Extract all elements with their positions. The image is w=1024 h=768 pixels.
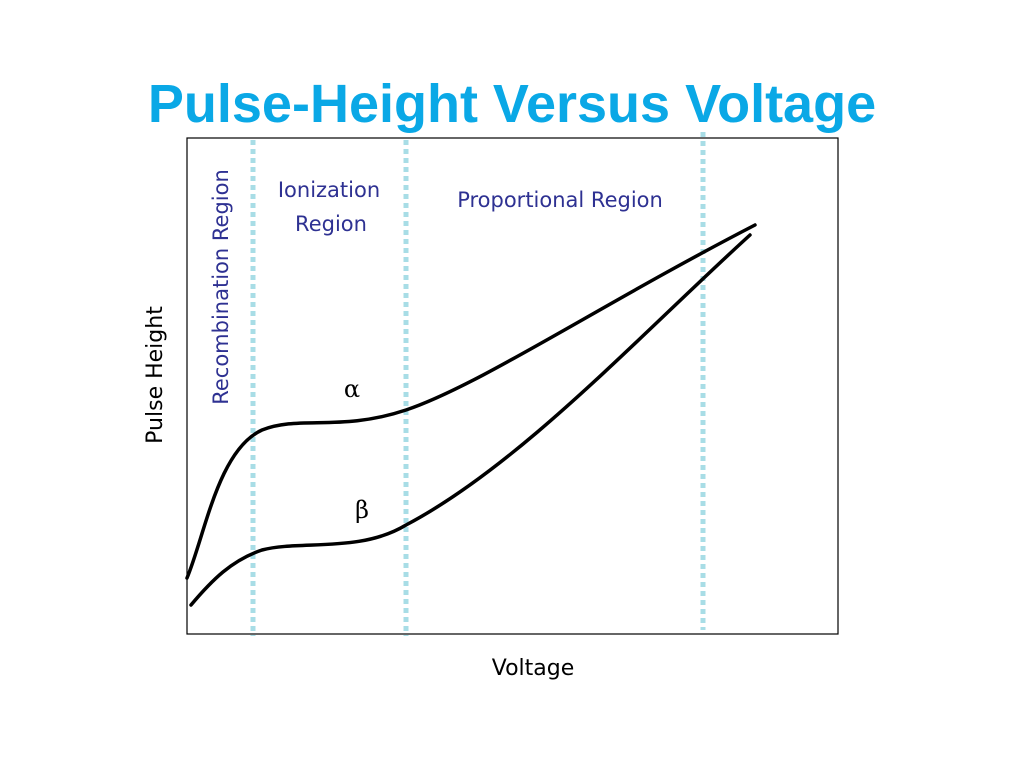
- alpha-curve: [185, 223, 757, 580]
- ionization-region-label-line2: Region: [295, 212, 367, 236]
- beta-label: β: [355, 496, 369, 524]
- slide-title: Pulse-Height Versus Voltage: [147, 74, 877, 134]
- recombination-region-label: Recombination Region: [209, 169, 233, 405]
- y-axis-label: Pulse Height: [143, 306, 168, 444]
- x-axis-label: Voltage: [492, 656, 575, 681]
- ionization-region-label-line1: Ionization: [278, 178, 380, 202]
- plot-frame: [186, 137, 839, 635]
- proportional-region-label: Proportional Region: [457, 188, 663, 212]
- beta-curve: [189, 233, 752, 607]
- alpha-label: α: [344, 375, 360, 403]
